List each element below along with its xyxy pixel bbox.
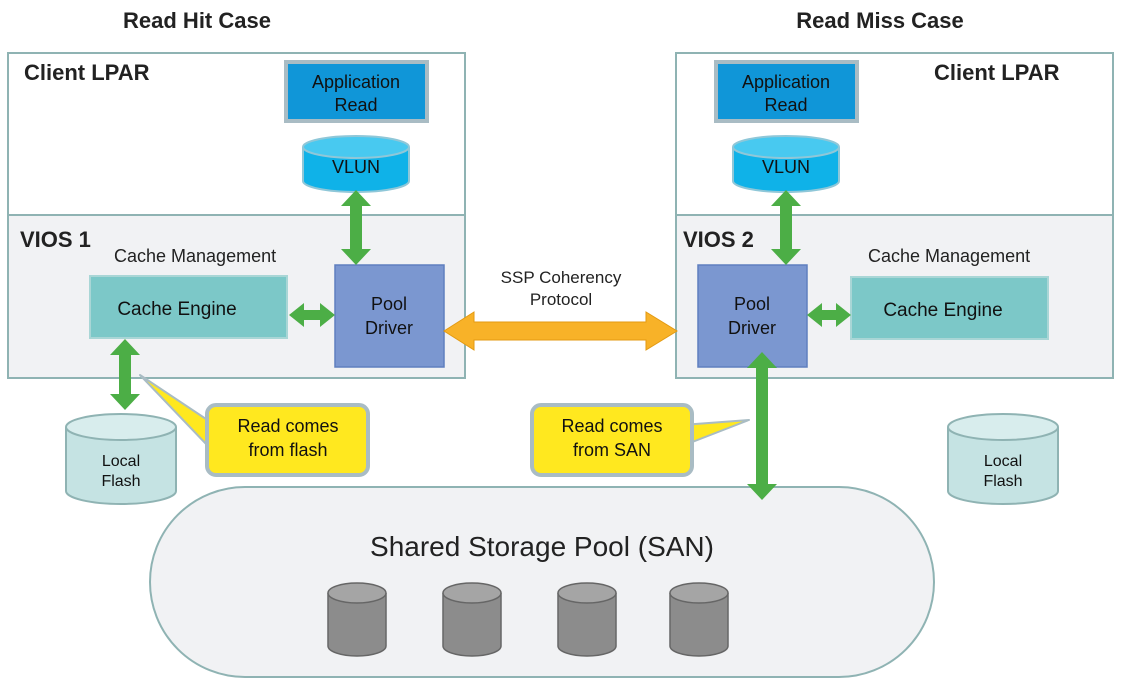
pool-driver-right xyxy=(697,264,808,368)
cache-engine-left-label: Cache Engine xyxy=(117,299,236,320)
cache-engine-left xyxy=(89,275,288,339)
callout-right-line2: from SAN xyxy=(573,440,651,460)
cache-management-left-label: Cache Management xyxy=(114,246,276,266)
arrow-pool-san-right xyxy=(747,352,777,500)
arrow-vlun-pool-right xyxy=(771,190,801,265)
application-read-left xyxy=(284,60,429,123)
title-read-miss: Read Miss Case xyxy=(796,8,964,33)
client-lpar-left-label: Client LPAR xyxy=(24,60,150,85)
callout-left-line1: Read comes xyxy=(237,416,338,436)
callout-left-box xyxy=(205,403,370,477)
san-disk-1 xyxy=(327,582,387,657)
client-lpar-right-label: Client LPAR xyxy=(934,60,1060,85)
san-disk-2 xyxy=(442,582,502,657)
vios-1-label: VIOS 1 xyxy=(20,227,91,252)
callout-left-line2: from flash xyxy=(248,440,327,460)
local-flash-left-line1: Local xyxy=(102,453,140,470)
san-disk-4 xyxy=(669,582,729,657)
cache-engine-right xyxy=(850,276,1049,340)
san-disk-3 xyxy=(557,582,617,657)
vlun-right-label: VLUN xyxy=(762,157,810,177)
pool-driver-right-line2: Driver xyxy=(728,318,776,338)
local-flash-left-line2: Flash xyxy=(101,473,140,490)
shared-storage-pool-label: Shared Storage Pool (SAN) xyxy=(370,531,714,562)
arrow-vlun-pool-left xyxy=(341,190,371,265)
title-read-hit: Read Hit Case xyxy=(123,8,271,33)
pool-driver-right-line1: Pool xyxy=(734,294,770,314)
callout-right-line1: Read comes xyxy=(561,416,662,436)
shared-storage-pool xyxy=(149,486,935,678)
pool-driver-left xyxy=(334,264,445,368)
local-flash-left xyxy=(65,413,177,505)
callout-right-box xyxy=(530,403,694,477)
pool-driver-left-line2: Driver xyxy=(365,318,413,338)
arrow-engine-pool-left xyxy=(289,303,335,327)
vios-2-label: VIOS 2 xyxy=(683,227,754,252)
cache-engine-right-label: Cache Engine xyxy=(883,300,1002,321)
vlun-left xyxy=(302,135,410,193)
cache-management-right-label: Cache Management xyxy=(868,246,1030,266)
ssp-coherency-arrow xyxy=(443,311,678,351)
ssp-protocol-line2: Protocol xyxy=(530,290,592,309)
ssp-protocol-line1: SSP Coherency xyxy=(501,268,622,287)
vlun-left-label: VLUN xyxy=(332,157,380,177)
local-flash-right-line1: Local xyxy=(984,453,1022,470)
arrow-pool-engine-right xyxy=(807,303,851,327)
application-read-left-line2: Read xyxy=(334,95,377,115)
vlun-right xyxy=(732,135,840,193)
application-read-left-line1: Application xyxy=(312,72,400,92)
local-flash-right xyxy=(947,413,1059,505)
application-read-right-line2: Read xyxy=(764,95,807,115)
arrow-engine-flash-left xyxy=(110,339,140,410)
pool-driver-left-line1: Pool xyxy=(371,294,407,314)
application-read-right xyxy=(714,60,859,123)
application-read-right-line1: Application xyxy=(742,72,830,92)
local-flash-right-line2: Flash xyxy=(983,473,1022,490)
